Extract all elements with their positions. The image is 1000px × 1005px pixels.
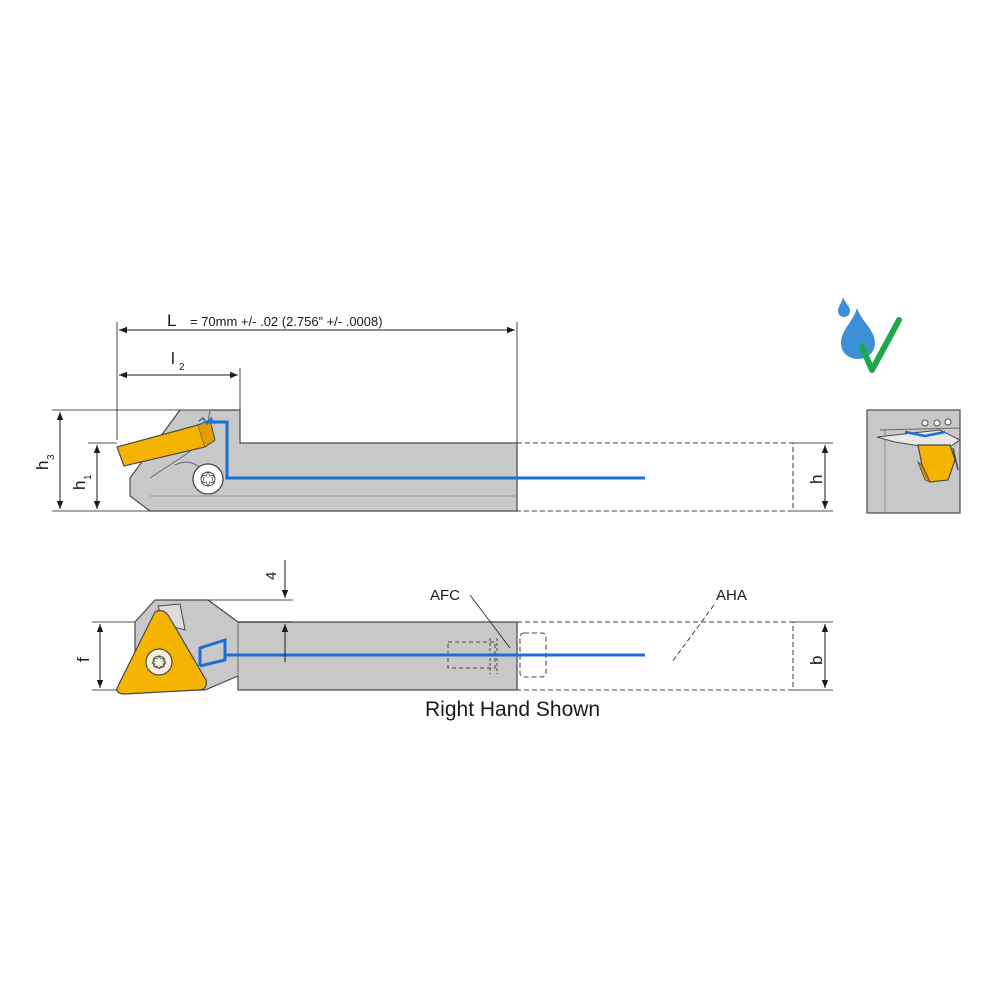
coolant-drop-icon (841, 308, 875, 359)
L-value: = 70mm +/- .02 (2.756” +/- .0008) (190, 314, 383, 329)
h1-symbol: h (70, 481, 89, 490)
offset-value: 4 (263, 572, 280, 580)
top-view (116, 599, 794, 695)
h1-subscript: 1 (83, 474, 94, 480)
coolant-icon (838, 297, 902, 373)
L-symbol: L (167, 311, 176, 330)
dimension-h1: h 1 (70, 442, 117, 509)
h3-symbol: h (33, 461, 52, 470)
afc-label: AFC (430, 587, 460, 604)
coolant-channel-side (198, 416, 645, 480)
torx-screw-icon (192, 463, 224, 495)
dimension-L: L = 70mm +/- .02 (2.756” +/- .0008) (116, 311, 518, 443)
h3-subscript: 3 (46, 454, 57, 460)
callout-aha: AHA (671, 587, 747, 663)
f-symbol: f (74, 657, 93, 662)
dimension-h: h (793, 442, 833, 512)
coolant-channel-top (198, 637, 645, 668)
l2-symbol: l (171, 349, 175, 368)
dimension-4: 4 (208, 560, 293, 662)
side-view (116, 409, 794, 512)
b-symbol: b (807, 656, 826, 665)
dimension-h3: h 3 (33, 409, 180, 512)
caption: Right Hand Shown (425, 698, 600, 721)
dimension-l2: l 2 (119, 349, 241, 410)
check-mark-icon (859, 317, 902, 373)
aha-label: AHA (716, 587, 747, 604)
l2-subscript: 2 (179, 362, 185, 373)
insert-top (116, 609, 207, 695)
dimension-f: f (74, 621, 135, 691)
callout-afc: AFC (430, 587, 511, 649)
dimension-b: b (793, 621, 833, 691)
end-view (866, 409, 961, 514)
h-symbol: h (807, 475, 826, 484)
